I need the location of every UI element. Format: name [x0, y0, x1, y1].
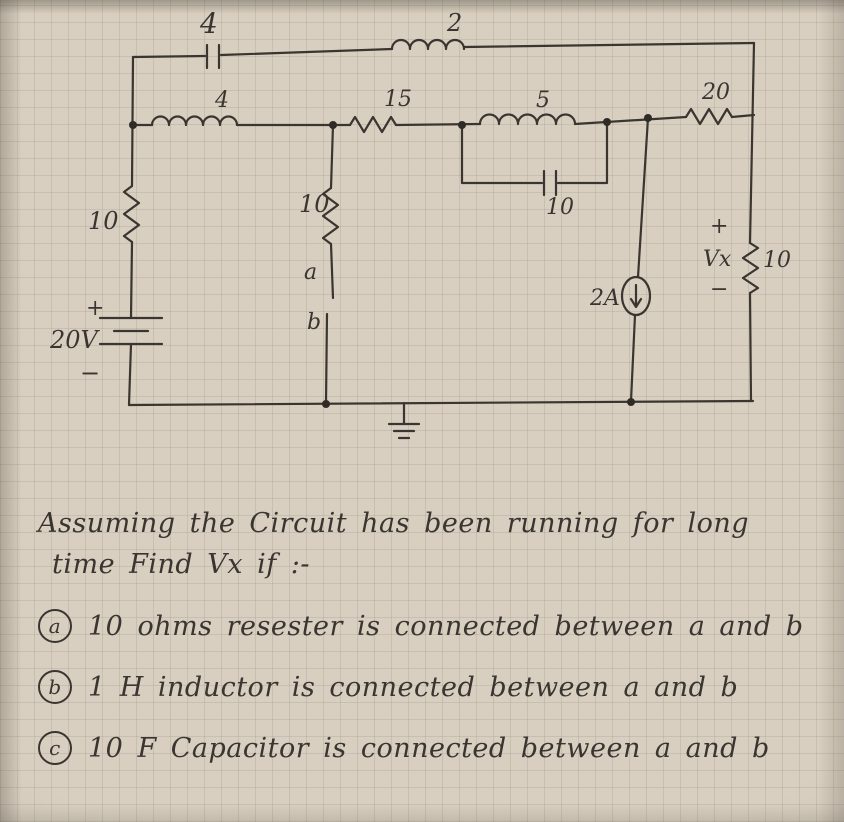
- label-terminal-b: b: [307, 310, 321, 335]
- label-battery-minus: −: [80, 359, 100, 387]
- resistor-mid-10: [321, 186, 340, 246]
- wire-bottom-rail: [127, 399, 755, 407]
- problem-text: Assuming the Circuit has been running fo…: [38, 506, 828, 766]
- option-b: b 1 H inductor is connected between a an…: [38, 670, 828, 705]
- wire-top-mid: [219, 47, 394, 57]
- label-resistor-mid: 10: [299, 190, 330, 218]
- battery-20v: [98, 316, 164, 407]
- option-b-bullet: b: [38, 670, 72, 705]
- inductor-4: [150, 115, 239, 127]
- option-a: a 10 ohms resester is connected between …: [38, 609, 828, 644]
- resistor-left-10: [122, 184, 141, 244]
- wire-top-right: [462, 41, 756, 49]
- label-capacitor-10: 10: [546, 195, 574, 220]
- label-inductor-4: 4: [214, 88, 229, 113]
- label-resistor-20: 20: [701, 80, 730, 105]
- label-inductor-5: 5: [536, 88, 550, 113]
- wire-left-mid: [129, 240, 134, 320]
- label-vx-minus: −: [710, 277, 728, 302]
- circuit-wires: [98, 38, 760, 440]
- circuit-diagram: 4 2 4 15 5 20 10 10 10 a b + 20V − 2A + …: [49, 7, 791, 440]
- resistor-right-10: [741, 241, 760, 295]
- problem-line-1: Assuming the Circuit has been running fo…: [38, 508, 750, 539]
- label-vx: Vx: [703, 247, 732, 272]
- wire-row2-d: [573, 115, 688, 126]
- label-battery-value: 20V: [49, 326, 101, 354]
- wire-top-left: [131, 54, 207, 59]
- label-resistor-right: 10: [763, 248, 791, 273]
- ground-symbol: [387, 401, 421, 440]
- label-vx-plus: +: [710, 214, 728, 239]
- wire-row2-e: [730, 113, 756, 119]
- wire-right-lower: [748, 291, 753, 403]
- middle-ab-branch: [321, 123, 340, 405]
- current-source-2a: [620, 116, 652, 403]
- resistor-15: [348, 115, 398, 134]
- label-inductor-2: 2: [446, 9, 462, 37]
- option-c: c 10 F Capacitor is connected between a …: [38, 731, 828, 766]
- problem-line-2: time Find Vx if :-: [52, 549, 311, 581]
- option-a-text: 10 ohms resester is connected between a …: [88, 610, 804, 642]
- label-capacitor-4: 4: [199, 7, 218, 40]
- label-battery-plus: +: [86, 296, 104, 321]
- label-resistor-left: 10: [88, 207, 119, 235]
- option-c-bullet: c: [38, 731, 72, 766]
- node-dots: [129, 114, 652, 408]
- inductor-2: [390, 38, 466, 51]
- inductor-5: [478, 113, 577, 126]
- label-terminal-a: a: [304, 260, 317, 285]
- capacitor-10-branch: [460, 120, 609, 197]
- wire-right-upper: [748, 41, 756, 245]
- resistor-20: [684, 107, 734, 126]
- capacitor-4: [205, 43, 221, 70]
- label-resistor-15: 15: [384, 87, 412, 112]
- option-a-bullet: a: [38, 609, 72, 644]
- option-c-text: 10 F Capacitor is connected between a an…: [88, 732, 770, 764]
- wire-row2-c: [394, 122, 482, 127]
- option-b-text: 1 H inductor is connected between a and …: [88, 671, 739, 703]
- label-current-source: 2A: [589, 286, 620, 311]
